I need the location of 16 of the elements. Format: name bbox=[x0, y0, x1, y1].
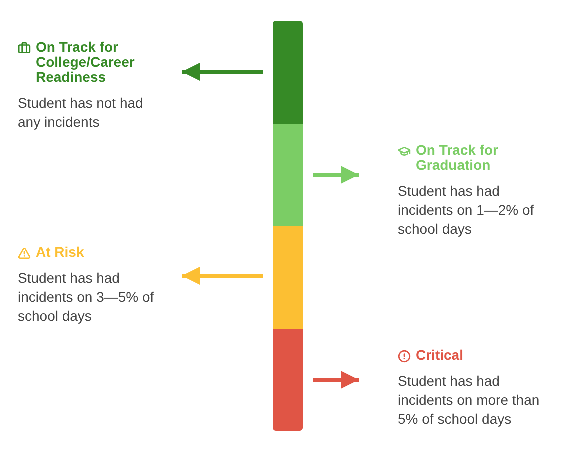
scale-segment bbox=[273, 21, 303, 124]
category-heading: On Track for Graduation bbox=[416, 143, 500, 173]
scale-segment bbox=[273, 328, 303, 431]
arrow bbox=[313, 166, 359, 184]
scale-segment bbox=[273, 226, 303, 328]
description-text: Student has had incidents on 3—5% of school days bbox=[18, 269, 156, 326]
description-text: Student has not had any incidents bbox=[18, 94, 144, 132]
category-heading: At Risk bbox=[36, 245, 84, 260]
category-heading: On Track for College/Career Readiness bbox=[36, 40, 136, 85]
description-text: Student has had incidents on 1—2% of school days bbox=[398, 182, 536, 239]
arrow bbox=[313, 371, 359, 389]
scale-segment bbox=[273, 124, 303, 226]
arrow bbox=[182, 267, 263, 285]
arrow bbox=[182, 63, 263, 81]
category-heading: Critical bbox=[416, 348, 464, 363]
description-text: Student has had incidents on more than 5% of school days bbox=[398, 372, 541, 429]
